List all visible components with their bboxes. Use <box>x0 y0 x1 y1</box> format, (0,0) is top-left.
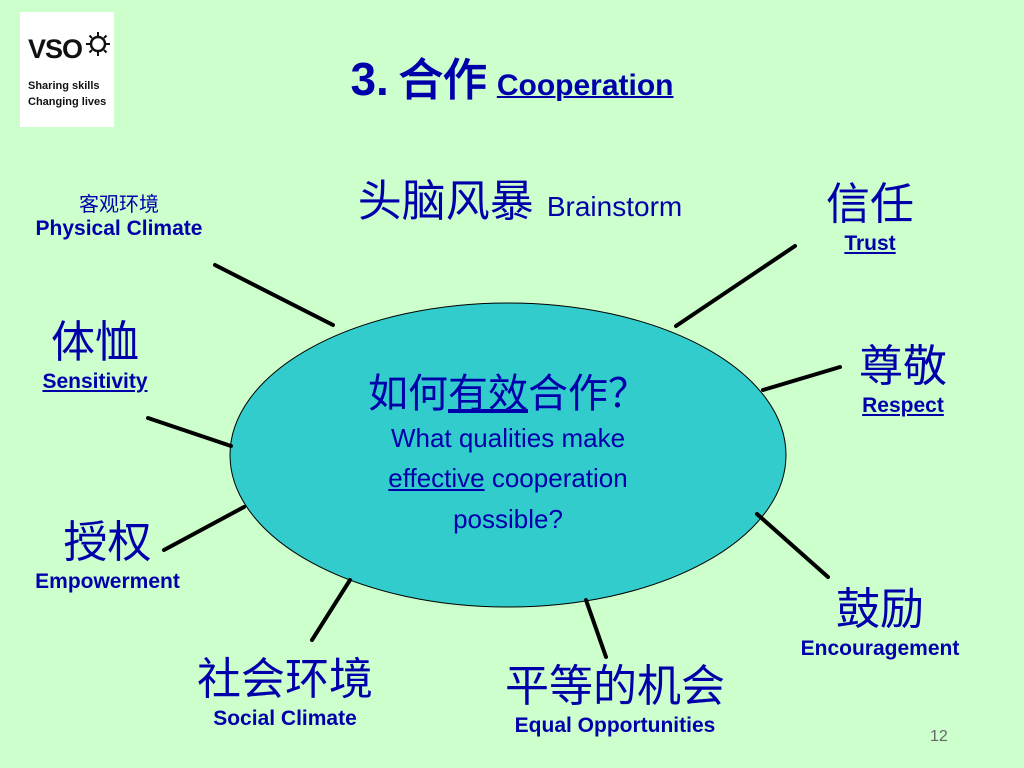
connector-sensitivity <box>146 416 233 448</box>
connector-physical-climate <box>213 263 335 327</box>
logo-wordmark: VSO <box>28 34 83 64</box>
connector-social-climate <box>310 578 352 642</box>
node-brainstorm: 头脑风暴 Brainstorm <box>357 176 683 227</box>
logo-tagline-1: Sharing skills <box>28 80 100 92</box>
connector-trust <box>674 244 797 328</box>
node-encouragement: 鼓励 Encouragement <box>800 584 960 660</box>
connector-encouragement <box>755 512 830 579</box>
title-english: Cooperation <box>496 69 674 102</box>
slide-title: 3.合作 Cooperation <box>0 44 1024 108</box>
node-social-climate: 社会环境 Social Climate <box>197 654 373 730</box>
title-chinese: 合作 <box>398 55 487 106</box>
node-sensitivity: 体恤 Sensitivity <box>42 317 148 393</box>
sun-icon <box>86 32 110 56</box>
connector-respect <box>761 365 842 392</box>
center-question-chinese: 如何有效合作？ <box>368 371 648 417</box>
node-respect: 尊敬 Respect <box>859 341 947 417</box>
node-trust: 信任 Trust <box>826 179 914 255</box>
node-physical-climate: 客观环境 Physical Climate <box>35 192 203 241</box>
page-number: 12 <box>930 728 948 745</box>
title-number: 3. <box>350 53 389 105</box>
connector-empowerment <box>162 505 246 552</box>
logo-tagline-2: Changing lives <box>28 96 107 108</box>
vso-logo: VSO Sharing skills Changing lives <box>20 12 114 127</box>
node-empowerment: 授权 Empowerment <box>35 517 180 593</box>
center-question-english: What qualities make effective cooperatio… <box>388 423 628 534</box>
center-ellipse <box>229 302 787 608</box>
connector-equal-opportunities <box>584 598 608 659</box>
node-equal-opportunities: 平等的机会 Equal Opportunities <box>505 661 725 737</box>
center-question: 如何有效合作？ What qualities make effective co… <box>232 370 784 539</box>
